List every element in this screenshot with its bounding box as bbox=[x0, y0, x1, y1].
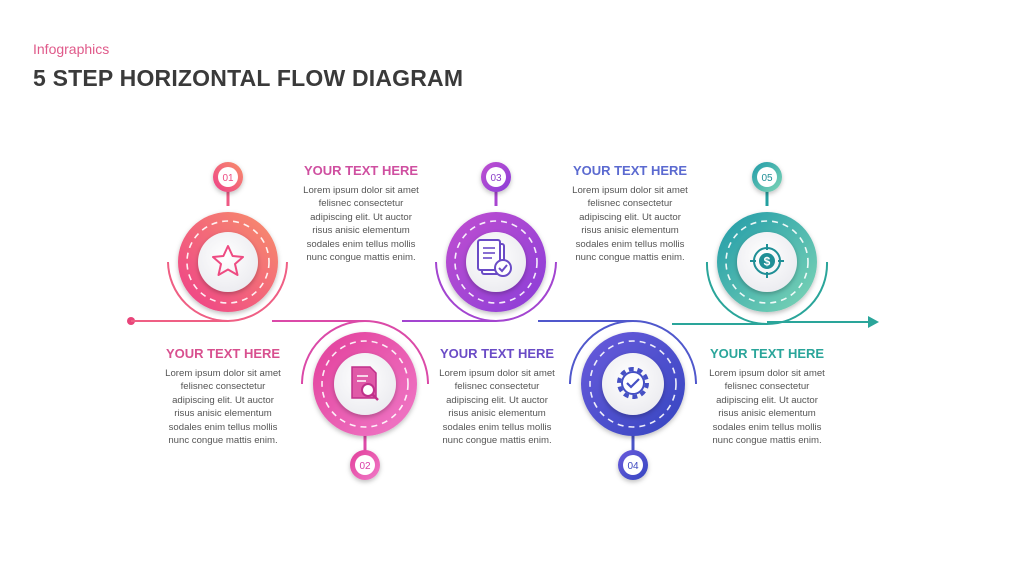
step-4-node: 04 bbox=[581, 332, 685, 480]
target-dollar-icon: $ bbox=[750, 244, 784, 278]
step-5-text: YOUR TEXT HERE Lorem ipsum dolor sit ame… bbox=[707, 346, 827, 447]
flow-line bbox=[127, 261, 879, 385]
step-3-heading: YOUR TEXT HERE bbox=[439, 346, 555, 361]
step-4-number: 04 bbox=[627, 461, 639, 472]
star-icon bbox=[212, 245, 244, 276]
flow-arrow-head bbox=[868, 316, 879, 328]
step-3-node: 03 bbox=[446, 162, 546, 312]
step-1-number: 01 bbox=[222, 173, 234, 184]
search-document-icon bbox=[351, 366, 379, 401]
checklist-icon bbox=[477, 239, 512, 277]
step-5-number: 05 bbox=[761, 173, 773, 184]
step-1-body: Lorem ipsum dolor sit amet felisnec cons… bbox=[165, 368, 281, 447]
step-3-number: 03 bbox=[490, 173, 502, 184]
step-5-heading: YOUR TEXT HERE bbox=[709, 346, 825, 361]
step-2-number: 02 bbox=[359, 461, 371, 472]
page-title: 5 STEP HORIZONTAL FLOW DIAGRAM bbox=[33, 65, 464, 91]
gear-check-icon bbox=[617, 367, 649, 399]
step-2-body: Lorem ipsum dolor sit amet felisnec cons… bbox=[303, 185, 419, 264]
step-3-body: Lorem ipsum dolor sit amet felisnec cons… bbox=[439, 368, 555, 447]
step-1-heading: YOUR TEXT HERE bbox=[165, 346, 281, 361]
step-5-body: Lorem ipsum dolor sit amet felisnec cons… bbox=[709, 368, 825, 447]
step-5-node: 05 $ bbox=[717, 162, 817, 312]
step-4-text: YOUR TEXT HERE Lorem ipsum dolor sit ame… bbox=[570, 163, 690, 264]
step-4-heading: YOUR TEXT HERE bbox=[572, 163, 688, 178]
step-1-node: 01 bbox=[178, 162, 278, 312]
svg-text:$: $ bbox=[764, 255, 771, 269]
step-1-text: YOUR TEXT HERE Lorem ipsum dolor sit ame… bbox=[163, 346, 283, 447]
eyebrow-label: Infographics bbox=[33, 41, 110, 57]
step-2-node: 02 bbox=[313, 332, 417, 480]
step-2-heading: YOUR TEXT HERE bbox=[303, 163, 419, 178]
step-3-text: YOUR TEXT HERE Lorem ipsum dolor sit ame… bbox=[437, 346, 557, 447]
step-2-text: YOUR TEXT HERE Lorem ipsum dolor sit ame… bbox=[301, 163, 421, 264]
step-4-body: Lorem ipsum dolor sit amet felisnec cons… bbox=[572, 185, 688, 264]
